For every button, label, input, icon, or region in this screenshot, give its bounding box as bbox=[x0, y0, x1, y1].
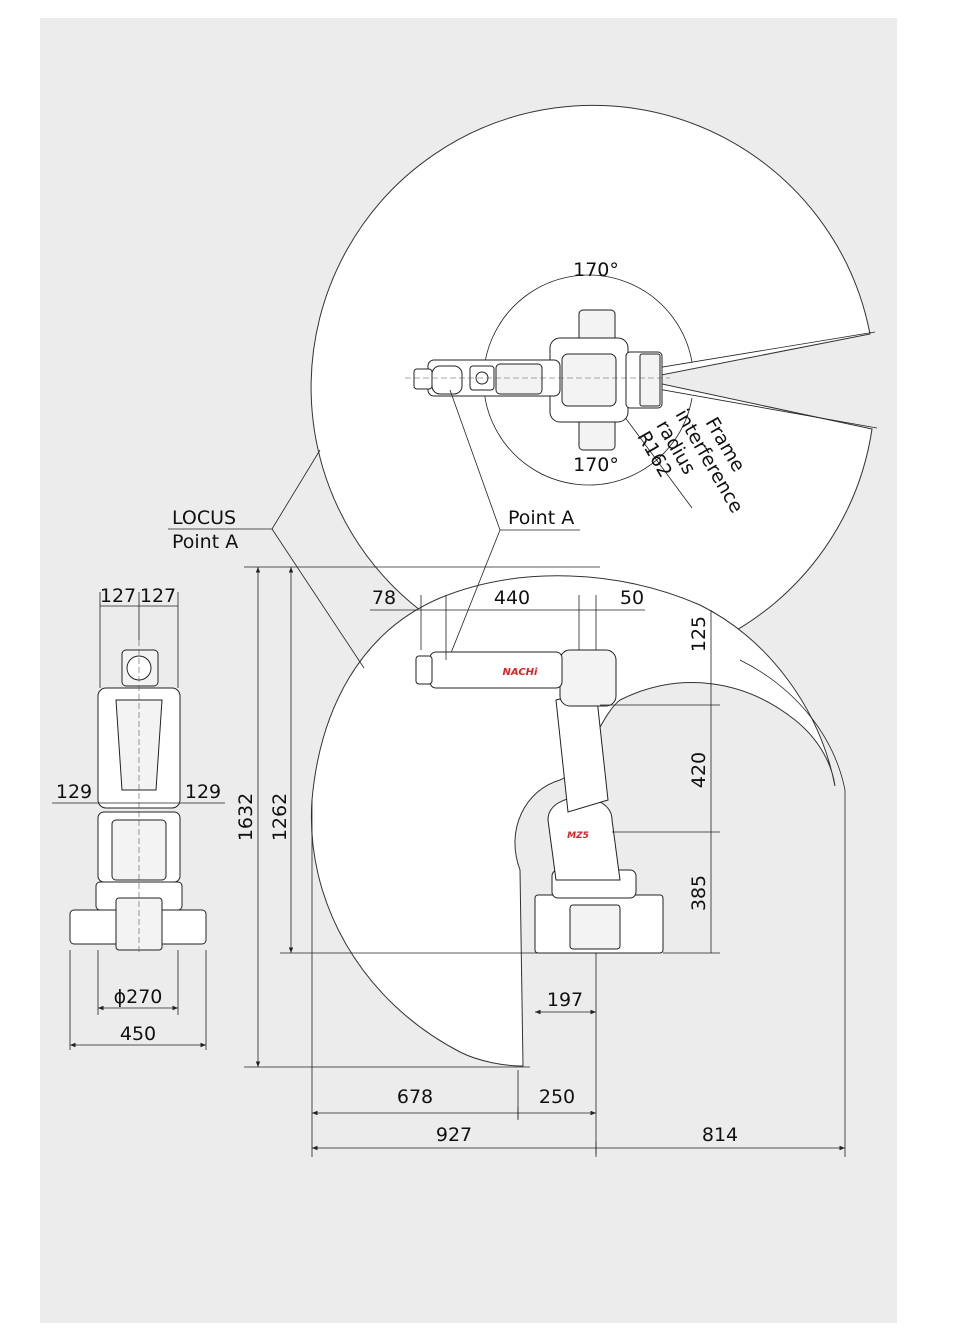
dim-front-mid-left: 129 bbox=[56, 781, 92, 803]
robot-top-view bbox=[405, 309, 670, 451]
nachi-logo: NACHi bbox=[503, 667, 539, 678]
dim-base-197: 197 bbox=[547, 989, 583, 1011]
side-view-envelope bbox=[310, 575, 846, 1067]
dim-reach-250: 250 bbox=[539, 1086, 575, 1108]
robot-side-view: NACHi MZ5 bbox=[415, 649, 664, 954]
dim-front-top-right: 127 bbox=[140, 585, 176, 607]
dim-total-height: 1632 bbox=[235, 793, 257, 841]
dim-joint-height: 1262 bbox=[269, 793, 291, 841]
dim-v-420: 420 bbox=[688, 752, 710, 788]
dim-reach-678: 678 bbox=[397, 1086, 433, 1108]
legend-point-a: Point A bbox=[172, 531, 238, 553]
dim-front-mid-right: 129 bbox=[185, 781, 221, 803]
dim-arm-78: 78 bbox=[372, 587, 396, 609]
point-a-label: Point A bbox=[508, 507, 574, 529]
dim-arm-50: 50 bbox=[620, 587, 644, 609]
top-angle-upper: 170° bbox=[573, 259, 619, 281]
dim-reach-927: 927 bbox=[436, 1124, 472, 1146]
legend-locus: LOCUS bbox=[172, 507, 236, 529]
top-angle-lower: 170° bbox=[573, 454, 619, 476]
model-logo: MZ5 bbox=[567, 831, 589, 841]
dim-arm-440: 440 bbox=[494, 587, 530, 609]
dim-v-385: 385 bbox=[688, 875, 710, 911]
dim-base-width: 450 bbox=[120, 1023, 156, 1045]
dim-v-125: 125 bbox=[688, 616, 710, 652]
robot-front-view bbox=[69, 640, 207, 955]
dim-base-diameter: ϕ270 bbox=[114, 986, 163, 1008]
dim-reach-814: 814 bbox=[702, 1124, 738, 1146]
dim-front-top-left: 127 bbox=[100, 585, 136, 607]
